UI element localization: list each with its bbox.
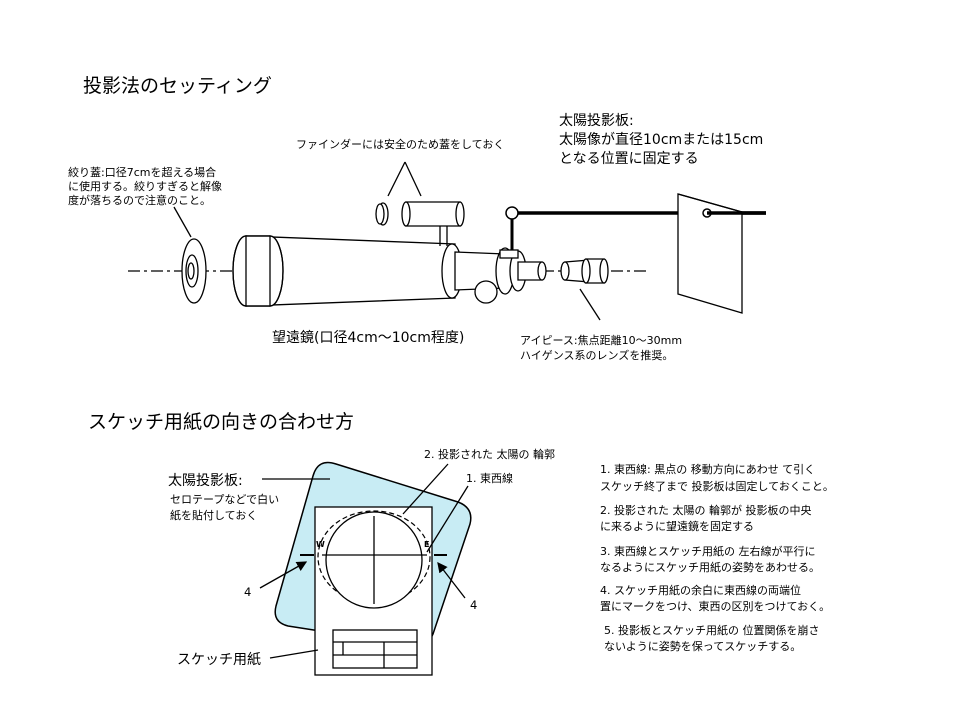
svg-text:太陽像が直径10cmまたは15cm: 太陽像が直径10cmまたは15cm (559, 131, 763, 148)
eyepiece-leader (579, 288, 601, 321)
telescope-label: 望遠鏡(口径4cm〜10cm程度) (272, 330, 464, 346)
marker-right-arrow (437, 561, 466, 599)
sketch-orientation-heading: スケッチ用紙の向きの合わせ方 (88, 411, 354, 433)
sketch-paper-leader (269, 649, 319, 659)
step-4-line-2: 置にマークをつけ、東西の区別をつけておく。 (600, 600, 830, 613)
svg-text:太陽投影板:: 太陽投影板: (168, 473, 243, 489)
sun-outline-label: 2. 投影された 太陽の 輪郭 (424, 447, 555, 461)
step-1-line-2: スケッチ終了まで 投影板は固定しておくこと。 (600, 479, 834, 493)
telescope-tube (232, 235, 463, 307)
finder-cap-label: ファインダーには安全のため蓋をしておく (296, 137, 504, 151)
step-2-line-1: 2. 投影された 太陽の 輪郭が 投影板の中央 (600, 503, 811, 517)
step-3-line-1: 3. 東西線とスケッチ用紙の 左右線が平行に (600, 544, 816, 558)
sketch-paper-label: スケッチ用紙 (177, 652, 261, 668)
aperture-cap-label: 絞り蓋:口径7cmを超える場合 に使用する。絞りすぎると解像 度が落ちるので注意… (68, 165, 222, 207)
marker-left-label: 4 (244, 585, 251, 599)
finder-cap-leader-left (387, 161, 406, 197)
svg-text:紙を貼付しておく: 紙を貼付しておく (170, 508, 257, 522)
sketch-info-box (332, 629, 418, 669)
setup-heading: 投影法のセッティング (83, 75, 272, 97)
east-west-leader (426, 485, 469, 553)
board-label: 太陽投影板: セロテープなどで白い 紙を貼付しておく (168, 473, 279, 522)
step-2-line-2: に来るように望遠鏡を固定する (600, 519, 754, 533)
finder-cap (375, 202, 389, 226)
eyepiece-label: アイピース:焦点距離10〜30mm ハイゲンス系のレンズを推奨。 (520, 333, 682, 362)
projection-board-label: 太陽投影板: 太陽像が直径10cmまたは15cm となる位置に固定する (559, 113, 763, 167)
aperture-cap (181, 238, 207, 304)
step-4-line-1: 4. スケッチ用紙の余白に東西線の両端位 (600, 583, 801, 597)
step-5-line-1: 5. 投影板とスケッチ用紙の 位置関係を崩さ (604, 623, 820, 637)
svg-text:となる位置に固定する: となる位置に固定する (559, 151, 699, 167)
focuser (454, 247, 547, 304)
svg-text:セロテープなどで白い: セロテープなどで白い (170, 492, 279, 506)
sun-outline-leader (402, 463, 449, 515)
step-1-line-1: 1. 東西線: 黒点の 移動方向にあわせ て引く (600, 462, 815, 476)
steps-list: 1. 東西線: 黒点の 移動方向にあわせ て引く スケッチ終了まで 投影板は固定… (600, 462, 834, 653)
svg-text:アイピース:焦点距離10〜30mm: アイピース:焦点距離10〜30mm (520, 333, 682, 347)
marker-left-arrow (259, 561, 308, 589)
svg-text:に使用する。絞りすぎると解像: に使用する。絞りすぎると解像 (68, 179, 222, 193)
svg-text:絞り蓋:口径7cmを超える場合: 絞り蓋:口径7cmを超える場合 (68, 165, 216, 179)
marker-right-label: 4 (470, 598, 477, 612)
finder-cap-leader-right (404, 161, 422, 197)
step-5-line-2: ないように姿勢を保ってスケッチする。 (604, 639, 801, 653)
focus-knob (474, 280, 498, 304)
aperture-cap-leader (173, 206, 192, 238)
east-west-label: 1. 東西線 (466, 471, 513, 485)
svg-text:度が落ちるので注意のこと。: 度が落ちるので注意のこと。 (68, 193, 211, 207)
eyepiece (560, 258, 609, 284)
finder-scope (401, 201, 465, 246)
west-letter: W (316, 540, 325, 549)
step-3-line-2: なるようにスケッチ用紙の姿勢をあわせる。 (600, 560, 820, 574)
svg-text:ハイゲンス系のレンズを推奨。: ハイゲンス系のレンズを推奨。 (520, 348, 673, 362)
svg-text:太陽投影板:: 太陽投影板: (559, 113, 634, 129)
east-letter: E (424, 540, 429, 549)
